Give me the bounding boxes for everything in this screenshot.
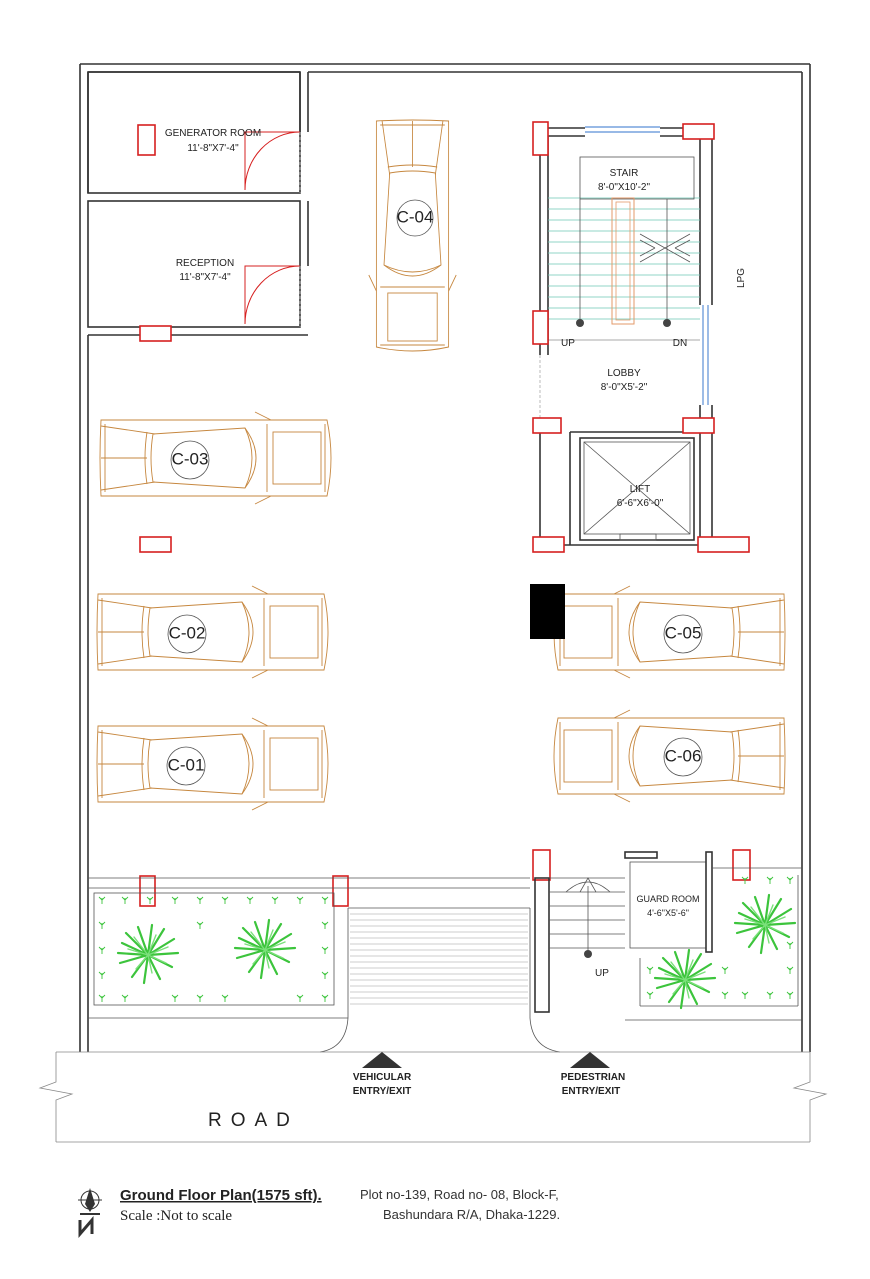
guard-room-name: GUARD ROOM	[637, 894, 700, 904]
car-label-circle	[170, 440, 210, 480]
road	[38, 1051, 828, 1143]
car-label-c05: C-05	[665, 623, 702, 642]
address-line-2: Bashundara R/A, Dhaka-1229.	[383, 1207, 560, 1222]
black-marker	[530, 584, 565, 639]
garden-left	[88, 877, 530, 1019]
column	[137, 124, 156, 156]
stair-name: STAIR	[610, 168, 639, 179]
umbrella-icon	[565, 881, 611, 893]
lift	[579, 437, 695, 541]
car-c02	[96, 585, 329, 679]
car-label-c03: C-03	[172, 449, 209, 468]
vehicular-entry-label-1: VEHICULAR	[353, 1072, 412, 1083]
car-c03	[99, 411, 332, 505]
vehicular-ramp	[319, 907, 561, 1053]
car-label-circle	[663, 737, 703, 777]
north-arrow-icon	[78, 1188, 102, 1239]
pedestrian-entry-label-1: PEDESTRIAN	[561, 1072, 625, 1083]
generator-room: GENERATOR ROOM 11'-8"X7'-4"	[87, 71, 309, 194]
lift-name: LIFT	[630, 484, 651, 495]
car-label-circle	[167, 614, 207, 654]
car-label-c06: C-06	[665, 746, 702, 765]
guard-room-size: 4'-6"X5'-6"	[647, 908, 689, 918]
car-label-circle	[166, 746, 206, 786]
lobby-size: 8'-0"X5'-2"	[601, 382, 648, 393]
lobby-name: LOBBY	[607, 368, 641, 379]
car-label-c02: C-02	[169, 623, 206, 642]
plan-scale: Scale :Not to scale	[120, 1208, 232, 1224]
vehicular-entry-label-2: ENTRY/EXIT	[353, 1086, 412, 1097]
address-line-1: Plot no-139, Road no- 08, Block-F,	[360, 1187, 559, 1202]
lpg-label: LPG	[736, 268, 747, 288]
entry-triangle-icon	[362, 1052, 402, 1068]
stair-size: 8'-0"X10'-2"	[598, 182, 651, 193]
stair-dn-label: DN	[673, 338, 687, 349]
core-columns	[139, 121, 751, 907]
generator-room-name: GENERATOR ROOM	[165, 128, 261, 139]
pedestrian-area	[534, 851, 802, 1021]
car-c01	[96, 717, 329, 811]
pedestrian-up-label: UP	[595, 968, 609, 979]
entry-triangle-icon	[570, 1052, 610, 1068]
car-label-c01: C-01	[168, 755, 205, 774]
generator-room-size: 11'-8"X7'-4"	[187, 143, 239, 154]
pedestrian-entry-label-2: ENTRY/EXIT	[562, 1086, 621, 1097]
lift-size: 6'-6"X6'-0"	[617, 498, 664, 509]
car-label-circle	[663, 614, 703, 654]
car-label-circle	[396, 199, 434, 237]
stair-up-label: UP	[561, 338, 575, 349]
column	[139, 325, 172, 342]
reception-size: 11'-8"X7'-4"	[179, 272, 231, 283]
stair-treads	[548, 156, 700, 341]
road-label: ROAD	[208, 1110, 299, 1131]
plan-title: Ground Floor Plan(1575 sft).	[120, 1187, 322, 1204]
reception-room: RECEPTION 11'-8"X7'-4"	[87, 200, 309, 342]
reception-name: RECEPTION	[176, 258, 234, 269]
car-label-c04: C-04	[397, 207, 434, 226]
